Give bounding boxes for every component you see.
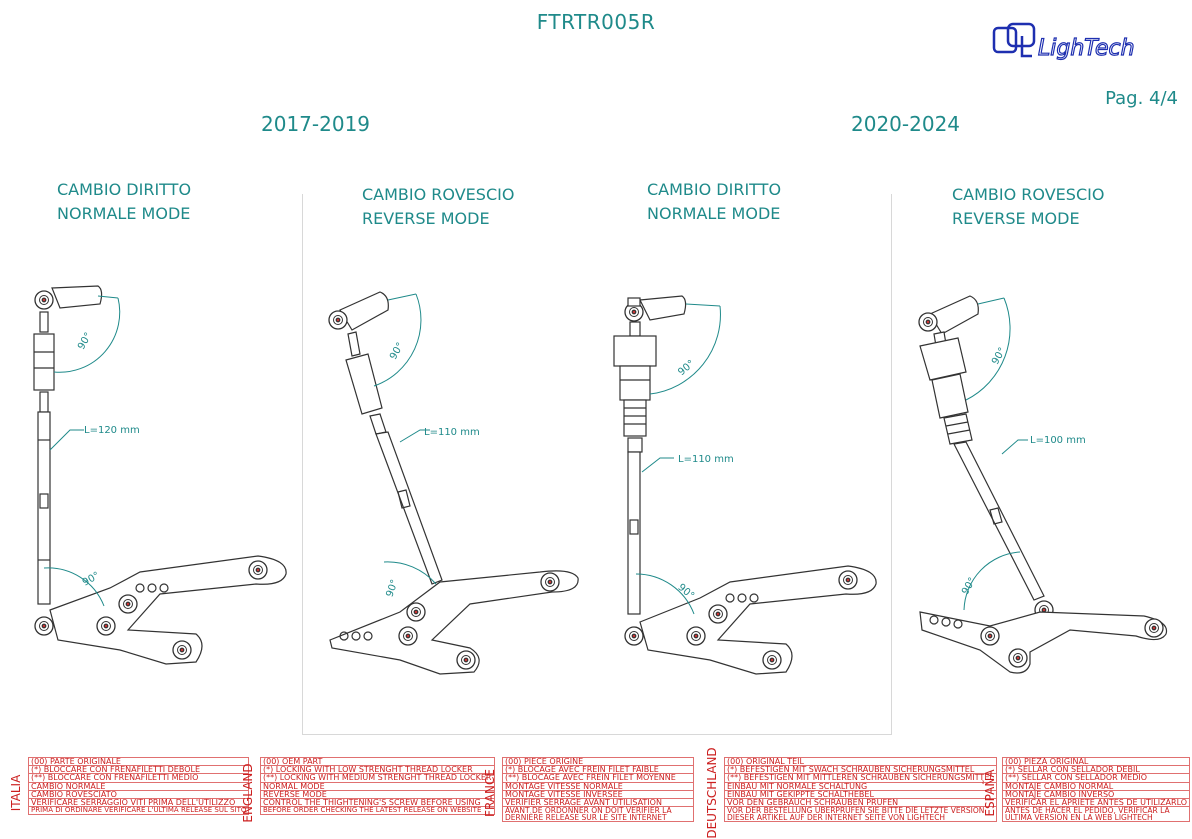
- legend-lang-espana: ESPAÑA: [983, 769, 997, 817]
- angle-label-1a: 90°: [76, 331, 94, 352]
- legend-row: CAMBIO ROVESCIATO: [27, 789, 250, 800]
- legend-table-italia: (00) PARTE ORIGINALE (*) BLOCCARE CON FR…: [27, 756, 250, 816]
- assembly-drawings: 90° L=120 mm 90° 90° L=110 mm 90°: [33, 285, 1168, 675]
- legend-row: NORMAL MODE: [260, 781, 495, 791]
- legend-england: ENGLAND (00) OEM PART (*) LOCKING WITH L…: [238, 756, 495, 829]
- mode-title-1: CAMBIO DIRITTO NORMALE MODE: [57, 178, 191, 226]
- legend-row: REVERSE MODE: [260, 789, 495, 800]
- legend-lang-france: FRANCE: [483, 769, 497, 817]
- legend-row: (*) BEFESTIGEN MIT SWACH SCHRAUBEN SICHE…: [724, 765, 997, 775]
- legend-lang-deutschland: DEUTSCHLAND: [705, 747, 719, 839]
- legend-row: CONTROL THE THIGHTENING'S SCREW BEFORE U…: [260, 798, 495, 808]
- mode-title-3-line1: CAMBIO DIRITTO: [647, 180, 782, 199]
- annotations-4: [963, 297, 1028, 611]
- legend-row: (00) ORIGINAL TEIL: [724, 756, 997, 767]
- legend-row: ANTES DE HACER EL PEDIDO, VERIFICAR LA U…: [1001, 806, 1191, 823]
- legend-row: MONTAJE CAMBIO NORMAL: [1001, 781, 1191, 791]
- legend-row: (*) BLOCAGE AVEC FREIN FILET FAIBLE: [502, 765, 694, 775]
- legend-row: CAMBIO NORMALE: [27, 781, 250, 791]
- legend-row: BEFORE ORDER CHECKING THE LATEST RELEASE…: [260, 806, 495, 816]
- annotations-2: [373, 293, 437, 585]
- legend-row: (*) SELLAR CON SELLADOR DEBIL: [1001, 765, 1191, 775]
- legend-table-france: (00) PIECE ORIGINE (*) BLOCAGE AVEC FREI…: [502, 756, 694, 823]
- drawing-1: [33, 285, 287, 665]
- mode-title-4: CAMBIO ROVESCIO REVERSE MODE: [952, 183, 1104, 231]
- legend-row: MONTAGE VITESSE INVERSEE: [502, 789, 694, 800]
- legend-row: PRIMA DI ORDINARE VERIFICARE L'ULTIMA RE…: [27, 806, 250, 816]
- mode-title-1-line1: CAMBIO DIRITTO: [57, 180, 192, 199]
- angle-label-2a: 90°: [388, 341, 406, 362]
- angle-label-3b: 90°: [675, 582, 696, 602]
- legend-lang-italia: ITALIA: [9, 774, 23, 812]
- legend-italia: ITALIA (00) PARTE ORIGINALE (*) BLOCCARE…: [6, 756, 250, 829]
- logo-text: LighTech: [1038, 36, 1135, 61]
- mode-title-2-line1: CAMBIO ROVESCIO: [362, 185, 515, 204]
- angle-label-3a: 90°: [676, 358, 697, 378]
- mode-title-4-line1: CAMBIO ROVESCIO: [952, 185, 1105, 204]
- legend-lang-england: ENGLAND: [241, 763, 255, 823]
- legend-row: (*) BLOCCARE CON FRENAFILETTI DEBOLE: [27, 765, 250, 775]
- angle-label-4a: 90°: [990, 346, 1008, 367]
- mode-title-4-line2: REVERSE MODE: [952, 209, 1080, 228]
- drawing-4: [918, 295, 1168, 674]
- lightech-logo: LighTech: [992, 22, 1135, 62]
- legend-row: (00) PIEZA ORIGINAL: [1001, 756, 1191, 767]
- length-label-3: L=110 mm: [678, 454, 734, 465]
- legend-row: (00) PARTE ORIGINALE: [27, 756, 250, 767]
- center-frame: [302, 194, 892, 735]
- drawing-2: [328, 291, 579, 675]
- legend-france: FRANCE (00) PIECE ORIGINE (*) BLOCAGE AV…: [480, 756, 696, 829]
- page-number: Pag. 4/4: [1105, 88, 1178, 109]
- legend-espana: ESPAÑA (00) PIEZA ORIGINAL (*) SELLAR CO…: [980, 756, 1191, 829]
- year-range-1: 2017-2019: [261, 112, 371, 136]
- legend-row: (**) SELLAR CON SELLADOR MEDIO: [1001, 773, 1191, 783]
- legend-row: VERIFICARE SERRAGGIO VITI PRIMA DELL'UTI…: [27, 798, 250, 808]
- length-label-2: L=110 mm: [424, 427, 480, 438]
- legend-row: VERIFICAR EL APRIETE ANTES DE UTILIZARLO: [1001, 798, 1191, 808]
- legend-row: MONTAJE CAMBIO INVERSO: [1001, 789, 1191, 800]
- mode-title-2-line2: REVERSE MODE: [362, 209, 490, 228]
- legend-row: MONTAGE VITESSE NORMALE: [502, 781, 694, 791]
- angle-label-4b: 90°: [960, 576, 978, 597]
- legend-row: (*) LOCKING WITH LOW STRENGHT THREAD LOC…: [260, 765, 495, 775]
- year-range-2: 2020-2024: [851, 112, 961, 136]
- legend-row: AVANT DE ORDONNER ON DOIT VÉRIFIER LA DE…: [502, 806, 694, 823]
- length-label-4: L=100 mm: [1030, 435, 1086, 446]
- legend-row: EINBAU MIT NORMALE SCHALTUNG: [724, 781, 997, 791]
- legend-row: (00) PIECE ORIGINE: [502, 756, 694, 767]
- length-label-1: L=120 mm: [84, 425, 140, 436]
- legend-row: EINBAU MIT GEKIPPTE SCHALTHEBEL: [724, 789, 997, 800]
- legend-row: (00) OEM PART: [260, 756, 495, 767]
- legend-row: (**) BLOCCARE CON FRENAFILETTI MEDIO: [27, 773, 250, 783]
- legend-row: VOR DEN GEBRAUCH SCHRAUBEN PRÜFEN: [724, 798, 997, 808]
- legend-row: VOR DER BESTELLUNG ÜBERPRÜFEN SIE BITTE …: [724, 806, 997, 823]
- legend-table-deutschland: (00) ORIGINAL TEIL (*) BEFESTIGEN MIT SW…: [724, 756, 997, 823]
- legend-row: VERIFIER SERRAGE AVANT UTILISATION: [502, 798, 694, 808]
- legend-row: (**) BLOCAGE AVEC FREIN FILET MOYENNE: [502, 773, 694, 783]
- mode-title-2: CAMBIO ROVESCIO REVERSE MODE: [362, 183, 514, 231]
- mode-title-1-line2: NORMALE MODE: [57, 204, 191, 223]
- legend-row: (**) BEFESTIGEN MIT MITTLEREN SCHRAUBEN …: [724, 773, 997, 783]
- legend-table-espana: (00) PIEZA ORIGINAL (*) SELLAR CON SELLA…: [1001, 756, 1191, 823]
- legend-table-england: (00) OEM PART (*) LOCKING WITH LOW STREN…: [260, 756, 495, 816]
- document-code: FTRTR005R: [536, 10, 656, 34]
- mode-title-3-line2: NORMALE MODE: [647, 204, 781, 223]
- angle-label-2b: 90°: [384, 578, 400, 598]
- drawing-3: [613, 295, 877, 675]
- legend-deutschland: DEUTSCHLAND (00) ORIGINAL TEIL (*) BEFES…: [702, 747, 997, 839]
- mode-title-3: CAMBIO DIRITTO NORMALE MODE: [647, 178, 781, 226]
- annotations-1: [43, 295, 121, 607]
- annotations-3: [635, 303, 721, 615]
- legend-row: (**) LOCKING WITH MEDIUM STRENGHT THREAD…: [260, 773, 495, 783]
